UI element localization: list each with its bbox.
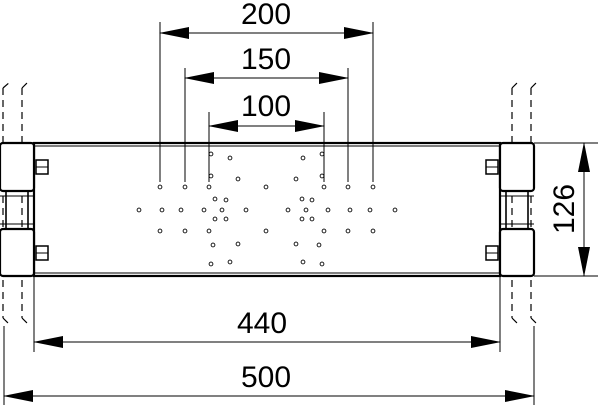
mounting-hole — [321, 184, 327, 190]
mounting-hole — [157, 184, 163, 190]
mounting-hole — [303, 207, 309, 213]
mounting-hole — [206, 184, 212, 190]
dimension-label-126: 126 — [548, 184, 581, 234]
mounting-hole — [136, 207, 142, 213]
mounting-hole — [263, 184, 269, 190]
mounting-hole — [159, 207, 165, 213]
mounting-hole — [299, 216, 305, 222]
mounting-hole — [182, 184, 188, 190]
left-bracket — [0, 141, 49, 278]
mounting-hole — [370, 228, 376, 234]
mounting-hole — [208, 261, 214, 267]
left-wall-outline — [2, 81, 29, 325]
mounting-hole — [223, 197, 229, 203]
dimension-500: 500 — [3, 361, 535, 402]
mounting-hole — [345, 184, 351, 190]
mounting-hole — [285, 207, 291, 213]
dimension-label-150: 150 — [241, 43, 291, 76]
dimension-200: 200 — [159, 0, 374, 39]
mounting-hole — [227, 155, 233, 161]
mounting-hole — [243, 207, 249, 213]
mounting-hole — [223, 216, 229, 222]
dimension-label-200: 200 — [241, 0, 291, 31]
mounting-hole — [370, 184, 376, 190]
mounting-hole — [235, 241, 241, 247]
mounting-hole — [178, 207, 184, 213]
mounting-hole — [235, 176, 241, 182]
mounting-hole — [293, 241, 299, 247]
mounting-hole — [210, 242, 216, 248]
mounting-hole — [319, 151, 325, 157]
dimension-150: 150 — [184, 43, 349, 84]
mounting-hole — [300, 259, 306, 265]
mounting-hole — [309, 216, 315, 222]
mounting-hole — [345, 228, 351, 234]
mounting-hole — [319, 261, 325, 267]
dimension-126: 126 — [548, 142, 590, 277]
mounting-hole — [263, 228, 269, 234]
extension-lines — [3, 22, 598, 405]
dimension-100: 100 — [208, 90, 325, 132]
mounting-hole — [299, 196, 305, 202]
hole-pattern — [136, 151, 398, 267]
dimension-label-500: 500 — [241, 361, 291, 394]
mounting-hole — [300, 155, 306, 161]
mounting-hole — [347, 207, 353, 213]
mounting-hole — [325, 207, 331, 213]
mounting-hole — [157, 228, 163, 234]
mounting-hole — [208, 173, 214, 179]
dimension-label-440: 440 — [237, 307, 287, 340]
mounting-hole — [219, 207, 225, 213]
mounting-hole — [319, 173, 325, 179]
mounting-plate — [32, 141, 502, 278]
right-bracket — [485, 141, 536, 278]
mounting-hole — [212, 216, 218, 222]
dimension-440: 440 — [33, 307, 501, 348]
mounting-hole — [201, 207, 207, 213]
mounting-hole — [212, 196, 218, 202]
mounting-hole — [321, 228, 327, 234]
dimension-label-100: 100 — [241, 90, 291, 123]
mounting-hole — [182, 228, 188, 234]
mounting-hole — [316, 242, 322, 248]
right-wall-outline — [511, 81, 538, 325]
mounting-hole — [227, 259, 233, 265]
mounting-hole — [293, 176, 299, 182]
mounting-hole — [208, 151, 214, 157]
mounting-hole — [367, 207, 373, 213]
mounting-hole — [309, 197, 315, 203]
mounting-hole — [206, 228, 212, 234]
mounting-hole — [392, 207, 398, 213]
